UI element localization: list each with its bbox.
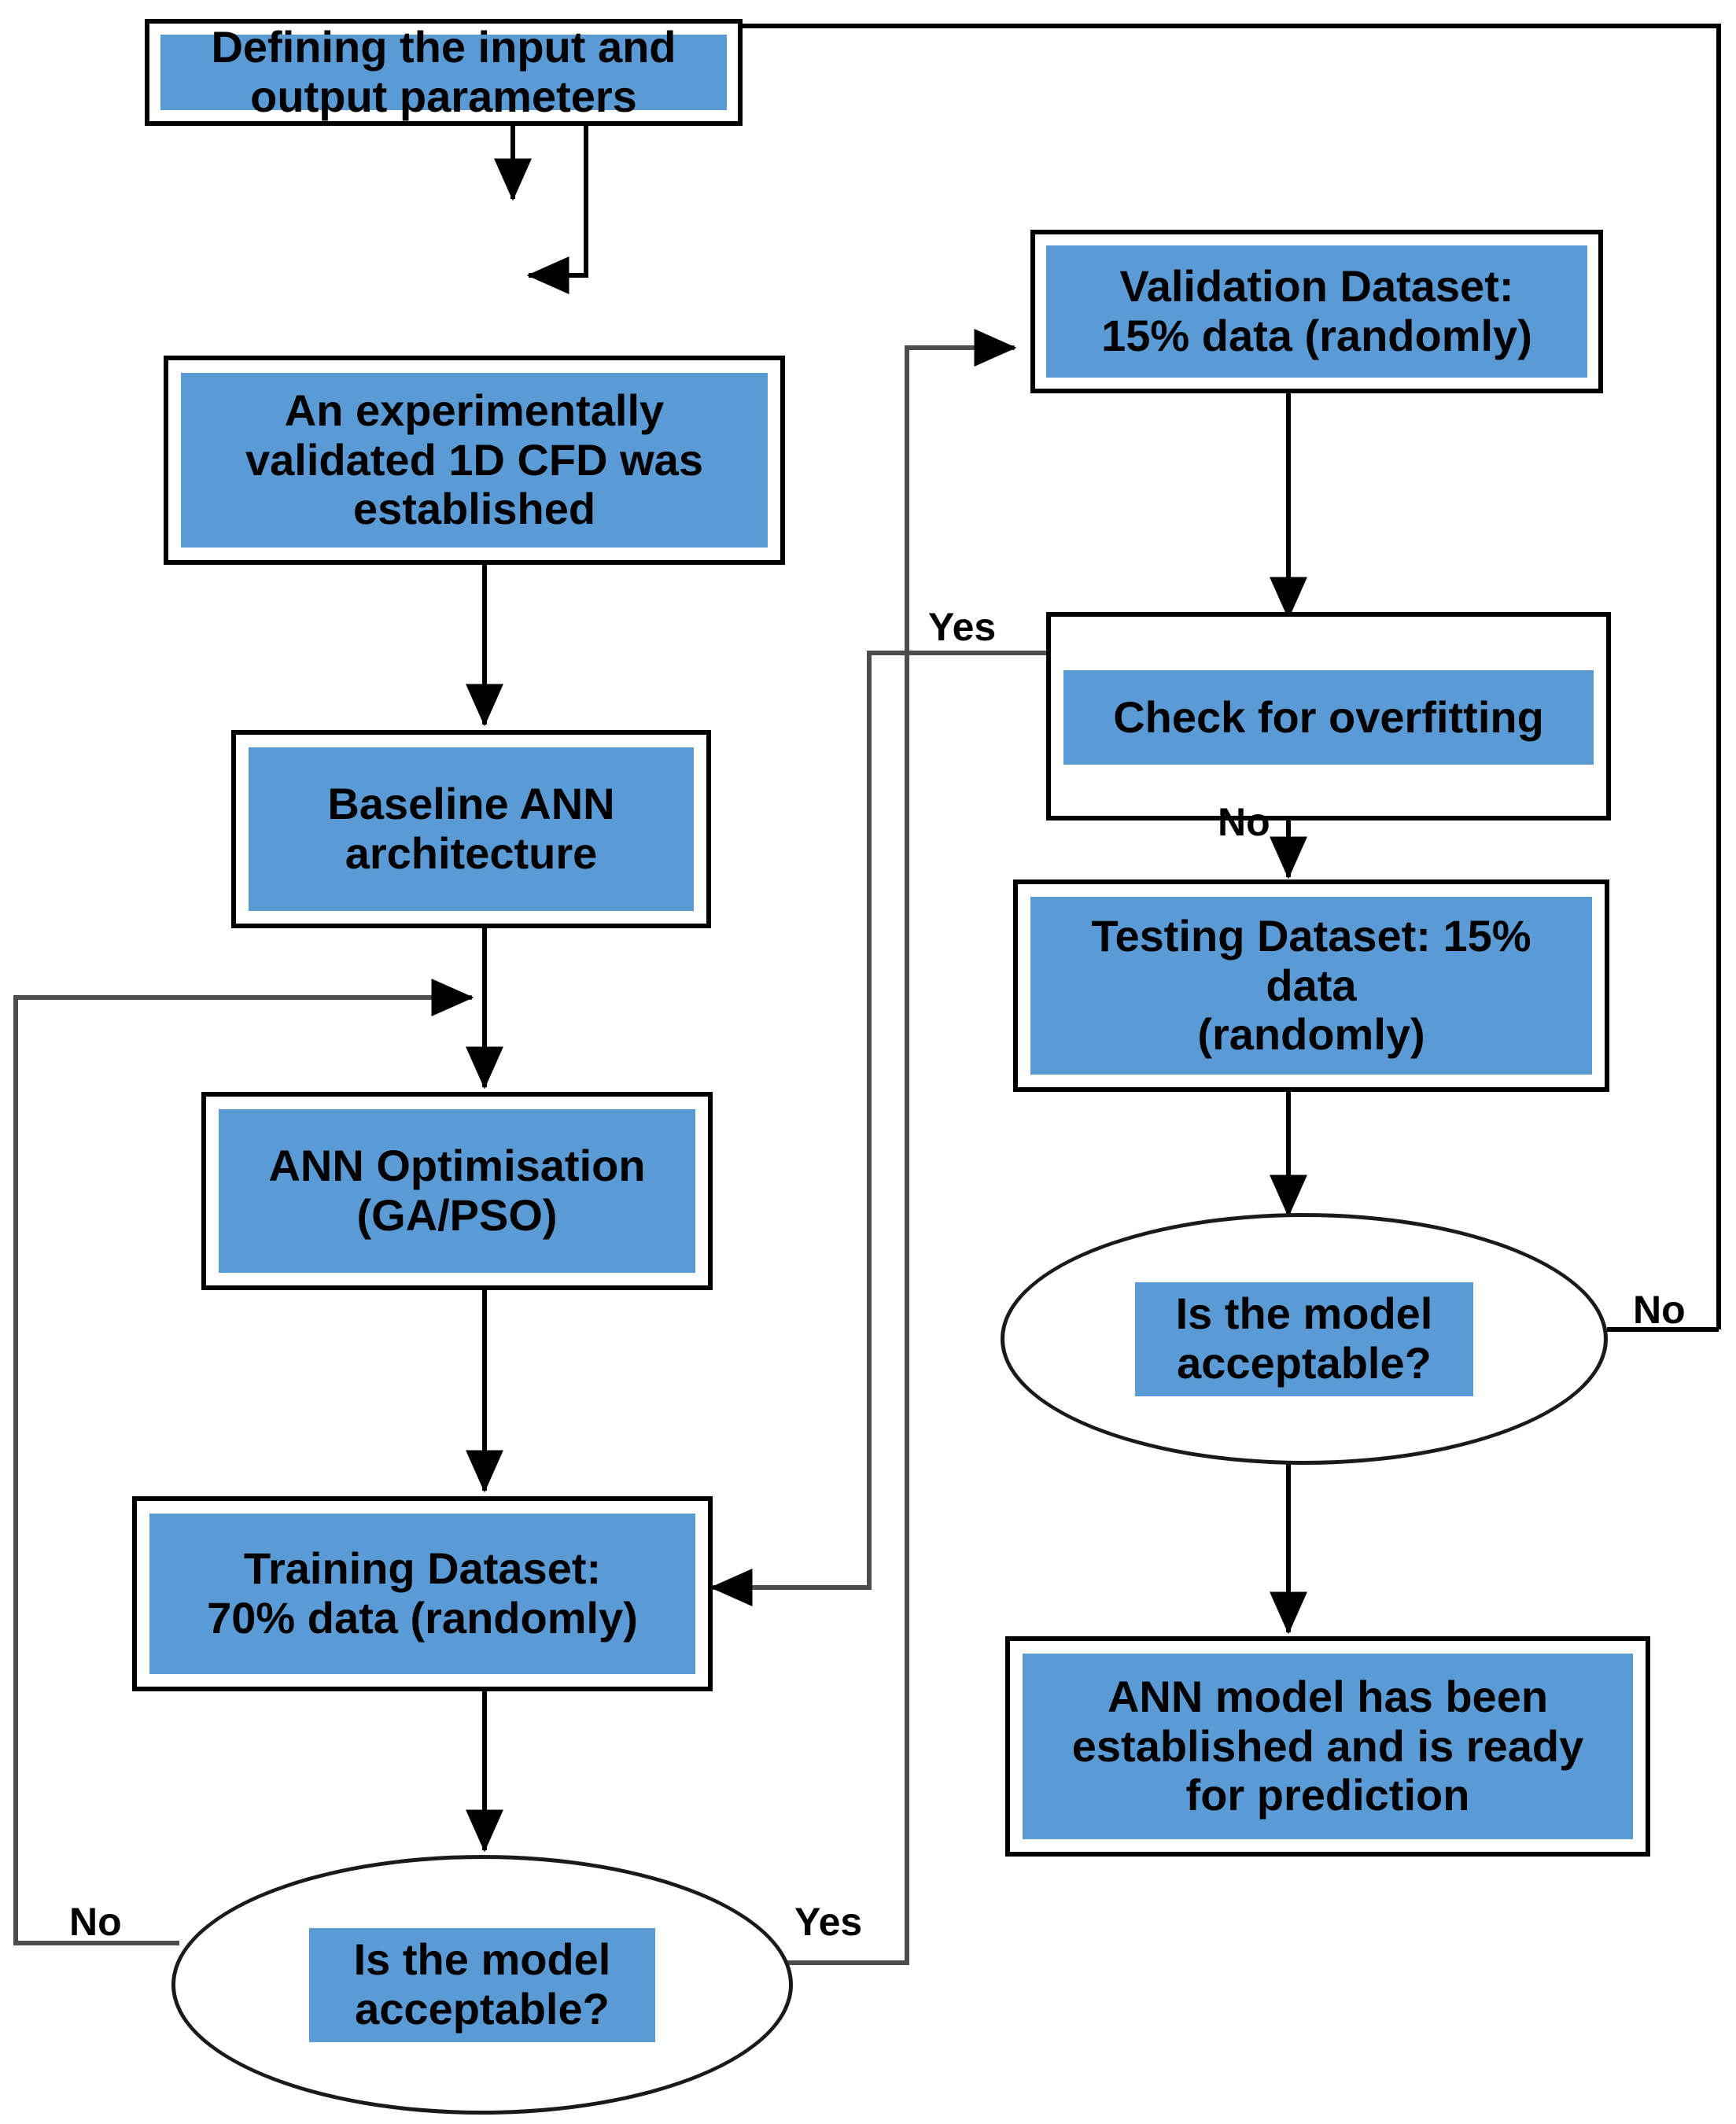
- edge-left-yes-to-validation: [787, 329, 1017, 1965]
- edge-left-no-loop: [13, 979, 474, 1945]
- node-define-params[interactable]: Defining the input and output parameters: [145, 19, 743, 126]
- node-decision-left-label: Is the model acceptable?: [309, 1927, 655, 2042]
- node-validation-dataset[interactable]: Validation Dataset: 15% data (randomly): [1030, 230, 1603, 393]
- node-baseline-ann[interactable]: Baseline ANN architecture: [231, 730, 711, 928]
- node-training-dataset[interactable]: Training Dataset: 70% data (randomly): [132, 1496, 713, 1691]
- node-check-overfitting-label: Check for overfitting: [1063, 670, 1594, 765]
- node-validation-dataset-label: Validation Dataset: 15% data (randomly): [1046, 245, 1587, 378]
- edge-label-right-no: No: [1633, 1288, 1686, 1332]
- node-ann-established[interactable]: ANN model has been established and is re…: [1005, 1636, 1650, 1857]
- node-define-params-label: Defining the input and output parameters: [160, 22, 727, 121]
- node-ann-established-label: ANN model has been established and is re…: [1023, 1654, 1633, 1839]
- edge-label-left-yes: Yes: [794, 1900, 863, 1944]
- node-testing-dataset[interactable]: Testing Dataset: 15% data (randomly): [1013, 879, 1609, 1092]
- node-cfd-model[interactable]: An experimentally validated 1D CFD was e…: [164, 356, 785, 565]
- node-decision-right[interactable]: Is the model acceptable?: [1001, 1213, 1608, 1465]
- edge-label-overfitting-no: No: [1218, 800, 1270, 844]
- node-cfd-model-label: An experimentally validated 1D CFD was e…: [181, 373, 768, 548]
- edge-overfitting-yes-to-training: [710, 651, 1046, 1606]
- edge-label-left-no: No: [69, 1900, 122, 1944]
- node-decision-left[interactable]: Is the model acceptable?: [171, 1855, 793, 2115]
- node-ann-optimisation-label: ANN Optimisation (GA/PSO): [219, 1109, 695, 1273]
- node-training-dataset-label: Training Dataset: 70% data (randomly): [149, 1514, 695, 1674]
- node-ann-optimisation[interactable]: ANN Optimisation (GA/PSO): [201, 1092, 713, 1290]
- node-baseline-ann-label: Baseline ANN architecture: [249, 747, 694, 911]
- node-testing-dataset-label: Testing Dataset: 15% data (randomly): [1030, 897, 1592, 1075]
- node-decision-right-label: Is the model acceptable?: [1135, 1281, 1473, 1396]
- edge-label-overfitting-yes: Yes: [928, 605, 997, 649]
- node-check-overfitting[interactable]: Check for overfitting: [1046, 612, 1611, 820]
